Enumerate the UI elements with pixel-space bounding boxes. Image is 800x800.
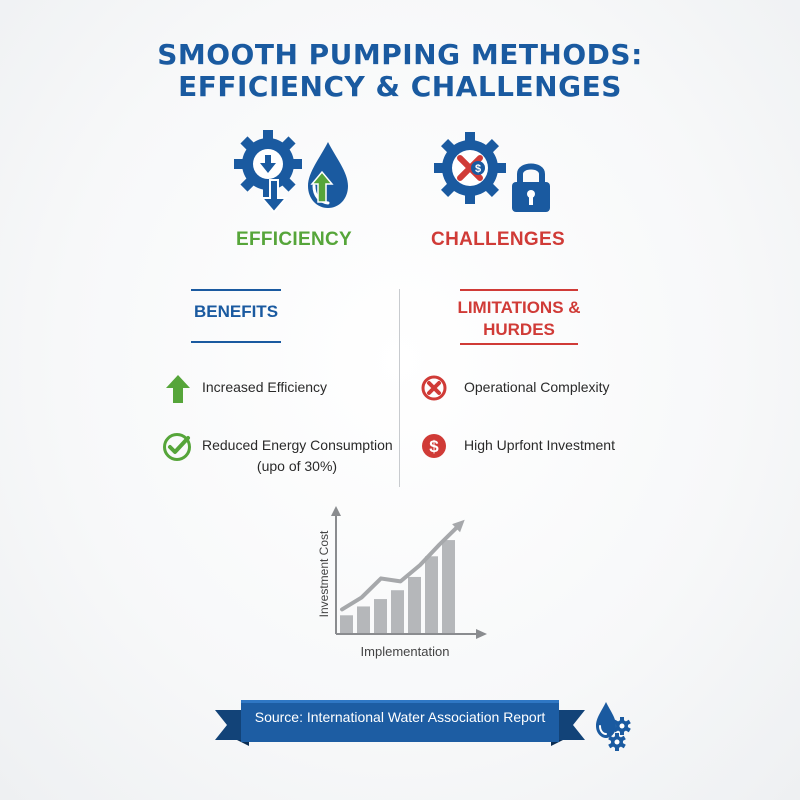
- lock-icon: [512, 163, 550, 212]
- source-text: Source: International Water Association …: [254, 709, 546, 725]
- benefit-item-2: Reduced Energy Consumption: [202, 437, 393, 453]
- gear-icon: $: [434, 132, 506, 204]
- water-gear-icon: [596, 702, 631, 751]
- chart-bar: [425, 556, 438, 633]
- x-axis-label: Implementation: [361, 644, 450, 659]
- chart-bar: [374, 599, 387, 633]
- chart-bar: [391, 590, 404, 633]
- benefits-top-rule: [191, 289, 281, 291]
- svg-text:$: $: [429, 437, 439, 456]
- limitations-bottom-rule: [460, 343, 578, 345]
- dollar-circle-icon: $: [422, 434, 446, 458]
- efficiency-label: EFFICIENCY: [236, 229, 352, 250]
- benefits-bottom-rule: [191, 341, 281, 343]
- challenges-icon: $: [434, 132, 550, 212]
- trend-arrowhead: [452, 519, 465, 533]
- benefit-item-2-subtext: (upo of 30%): [256, 458, 338, 474]
- chart-bar: [442, 540, 455, 633]
- efficiency-icon: [234, 130, 348, 214]
- trend-line: [340, 523, 461, 612]
- limitations-heading-line1: LIMITATIONS &: [457, 298, 581, 317]
- chart-bar: [408, 576, 421, 633]
- gear-icon: [234, 130, 302, 198]
- benefit-item-1: Increased Efficiency: [202, 379, 328, 395]
- chart-bar: [357, 606, 370, 633]
- column-divider: [399, 289, 400, 487]
- up-arrow-icon: [166, 375, 190, 403]
- svg-text:$: $: [475, 163, 481, 175]
- limitations-top-rule: [460, 289, 578, 291]
- x-circle-icon: [421, 375, 447, 401]
- limitations-heading-line2: HURDES: [483, 320, 555, 339]
- down-arrow-icon: [259, 179, 289, 214]
- y-axis-label: Investment Cost: [317, 530, 331, 617]
- source-banner: [215, 700, 585, 746]
- y-axis-arrowhead: [331, 506, 341, 516]
- x-axis-arrowhead: [476, 629, 487, 639]
- page-title-line2: EFFICIENCY & CHALLENGES: [178, 70, 622, 103]
- challenges-label: CHALLENGES: [431, 229, 565, 250]
- investment-chart: Investment Cost Implementation: [317, 506, 487, 659]
- challenge-item-1: Operational Complexity: [464, 379, 610, 395]
- chart-bar: [340, 615, 353, 633]
- check-circle-icon: [163, 433, 191, 461]
- water-drop-icon: [308, 142, 348, 208]
- page-title-line1: SMOOTH PUMPING METHODS:: [157, 38, 643, 71]
- challenge-item-2: High Uprfont Investment: [464, 437, 615, 453]
- benefits-heading: BENEFITS: [193, 302, 279, 321]
